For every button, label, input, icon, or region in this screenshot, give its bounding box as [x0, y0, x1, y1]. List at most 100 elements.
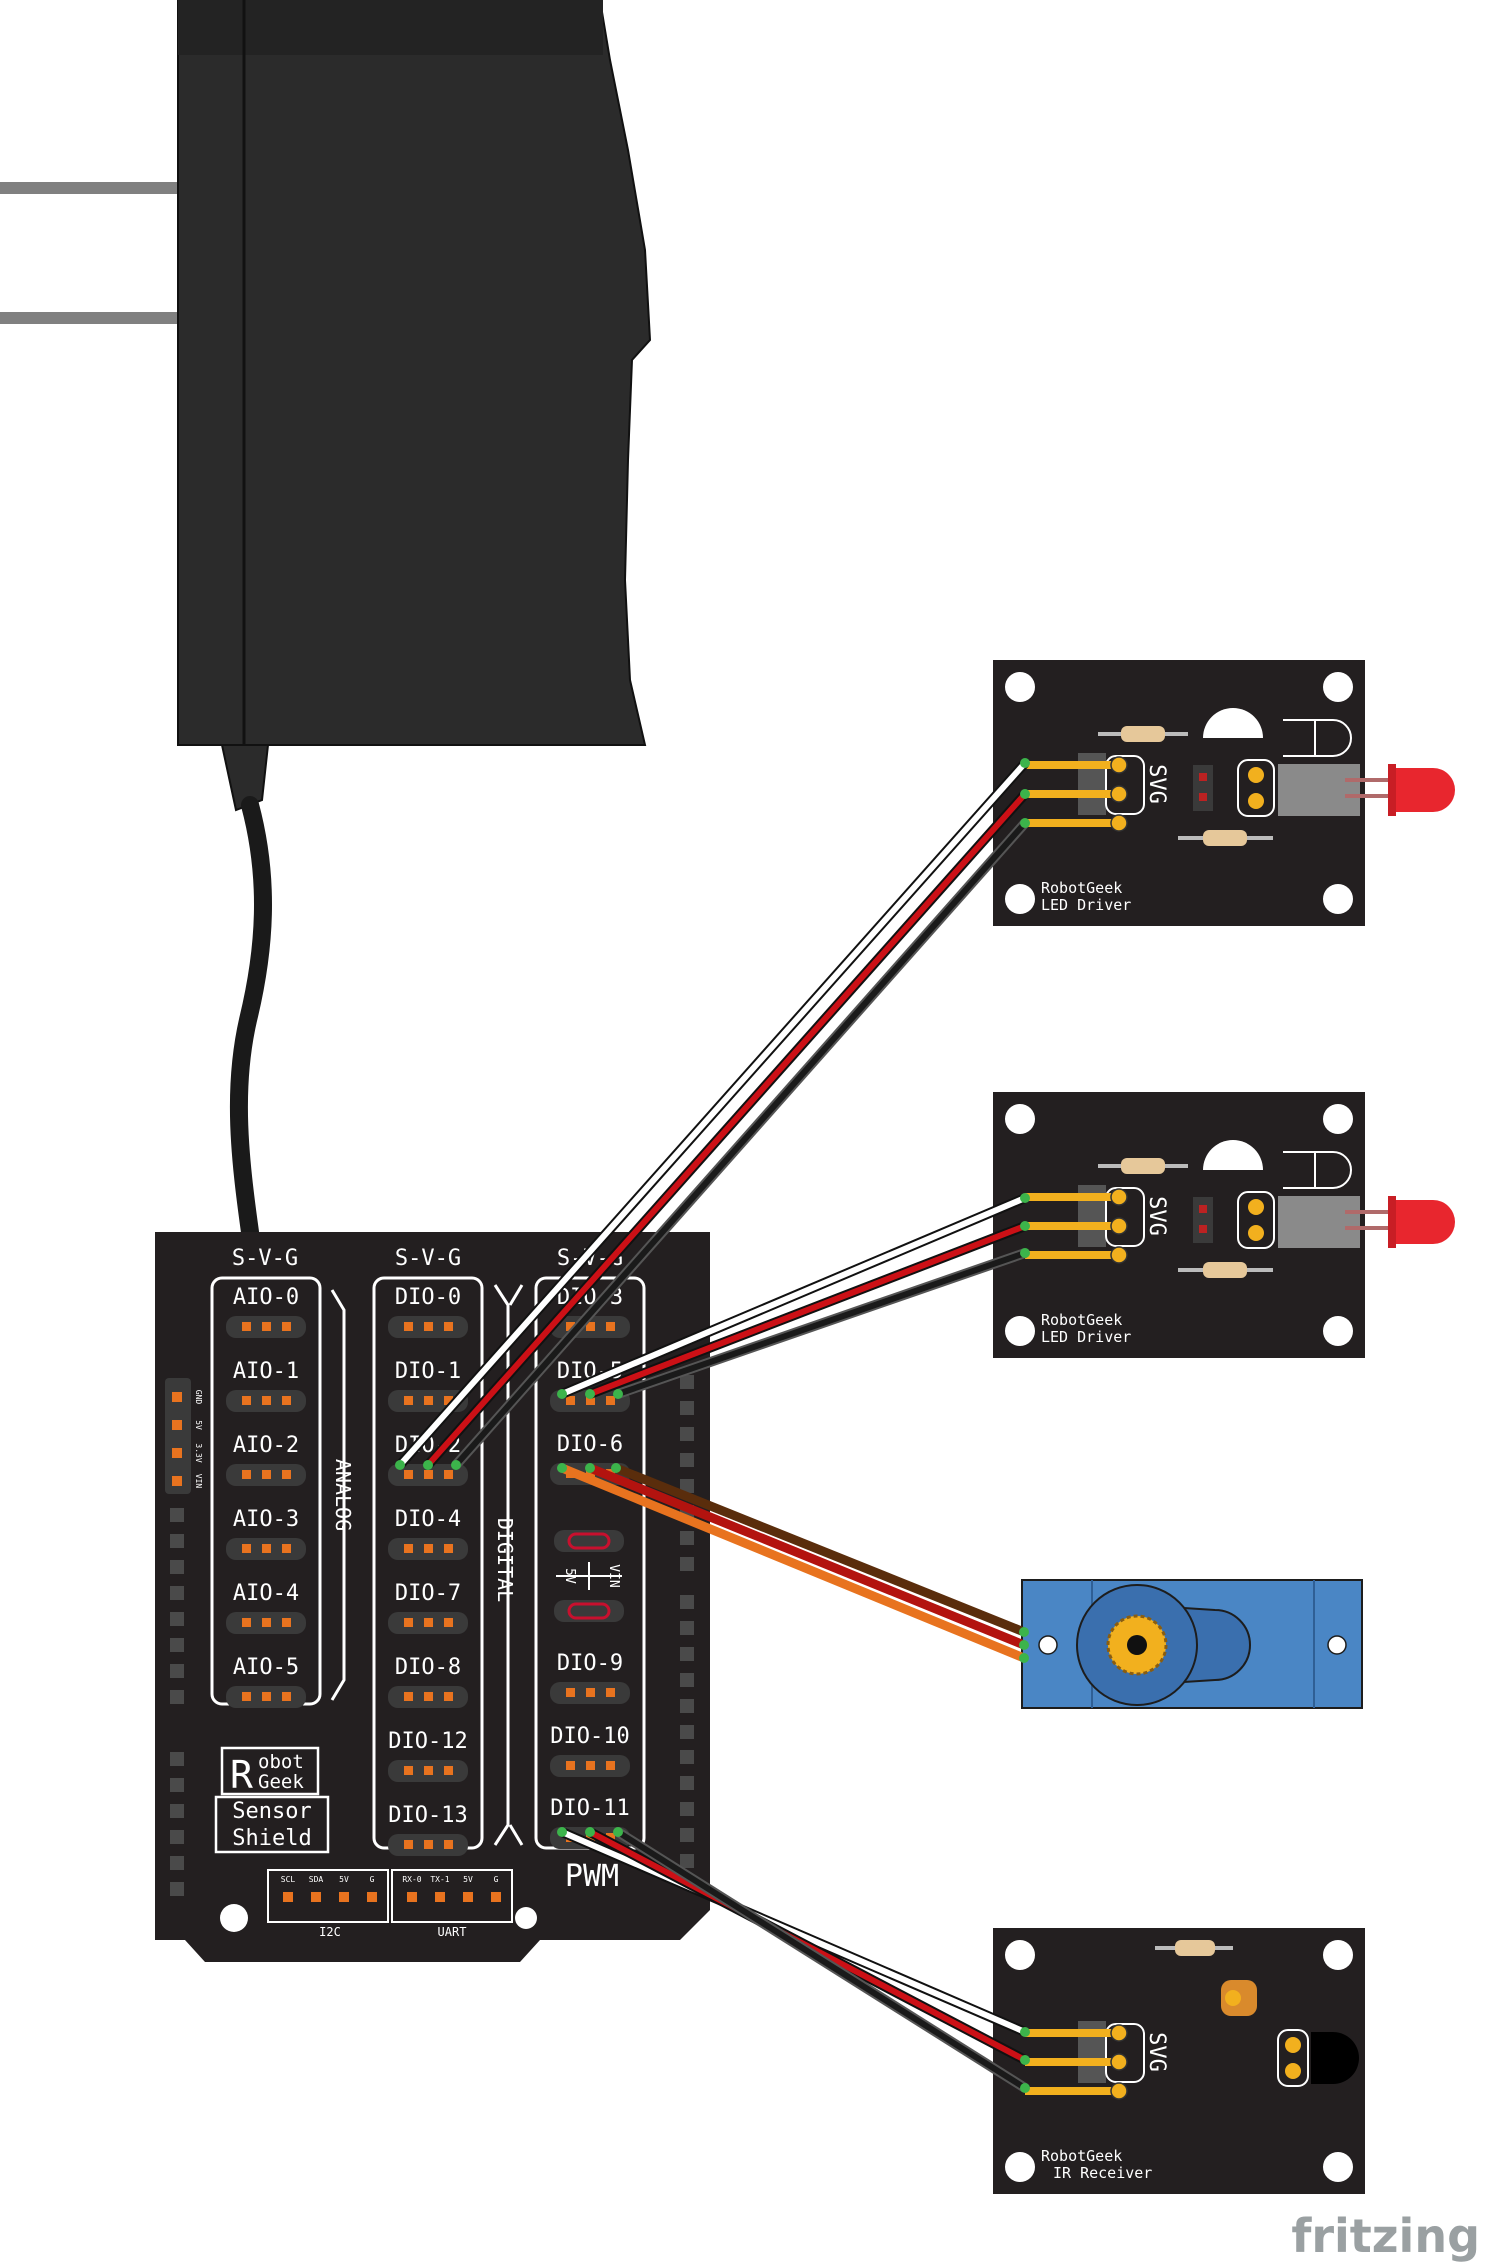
header-analog-svg: S-V-G [232, 1246, 298, 1271]
logo-line1: obot [258, 1751, 304, 1773]
wires [395, 758, 1030, 2093]
i2c-pin-1[interactable] [311, 1892, 321, 1902]
led2-resistor-1 [1121, 1158, 1165, 1174]
power-pin-3[interactable] [172, 1476, 182, 1486]
led2-mount-hole-3 [1323, 1316, 1353, 1346]
servo-mount-hole-right [1327, 1635, 1347, 1655]
uart-pin-1[interactable] [435, 1892, 445, 1902]
wire-servo-brown [614, 1463, 1026, 1637]
header-digital-svg: S-V-G [395, 1246, 461, 1271]
pwm-pin-label-5: DIO-11 [550, 1796, 629, 1821]
ir-name: IR Receiver [1053, 2164, 1152, 2182]
mount-hole-left [220, 1904, 248, 1932]
led2-svg-label: SVG [1144, 1196, 1169, 1236]
i2c-outline [267, 1869, 389, 1923]
i2c-label: I2C [319, 1925, 341, 1939]
uart-pin-label-3: G [494, 1875, 499, 1884]
logo-r: R [230, 1753, 253, 1797]
power-pin-0[interactable] [172, 1392, 182, 1402]
led1-name: LED Driver [1041, 896, 1131, 914]
pwm-pin-label-2: DIO-6 [557, 1432, 623, 1457]
i2c-pin-label-2: 5V [339, 1875, 349, 1884]
led1-resistor-2 [1203, 830, 1247, 846]
uart-pin-2[interactable] [463, 1892, 473, 1902]
logo-line2: Geek [258, 1771, 304, 1793]
adapter-cable [229, 796, 272, 1241]
power-pin-label-1: 5V [194, 1420, 203, 1430]
ir-mount-hole-2 [1005, 2152, 1035, 2182]
servo-motor [1021, 1579, 1363, 1709]
led1-resistor-1 [1121, 726, 1165, 742]
adapter-strain-relief [220, 744, 270, 812]
digital-pin-label-3: DIO-4 [395, 1507, 461, 1532]
robotgeek-logo: R obot Geek Sensor Shield [214, 1746, 330, 1854]
digital-pin-label-0: DIO-0 [395, 1285, 461, 1310]
jumper-5v-label: 5V [562, 1568, 577, 1584]
power-pin-2[interactable] [172, 1448, 182, 1458]
digital-pin-label-4: DIO-7 [395, 1581, 461, 1606]
ir-mount-hole-0 [1005, 1940, 1035, 1970]
wire-servo-red [588, 1463, 1026, 1650]
power-pin-label-0: GND [194, 1390, 203, 1405]
ir-mount-hole-1 [1323, 1940, 1353, 1970]
digital-label: DIGITAL [493, 1518, 517, 1602]
led2-brand: RobotGeek [1041, 1311, 1122, 1329]
led1-mount-hole-3 [1323, 884, 1353, 914]
led1-brand: RobotGeek [1041, 879, 1122, 897]
pwm-pin-label-3: DIO-9 [557, 1651, 623, 1676]
i2c-pin-3[interactable] [367, 1892, 377, 1902]
jumper-vin-label: VIN [606, 1564, 621, 1587]
uart-pin-0[interactable] [407, 1892, 417, 1902]
shield-board [155, 1232, 710, 1962]
power-adapter [0, 0, 652, 1241]
digital-pin-label-7: DIO-13 [388, 1803, 467, 1828]
digital-bracket-right [508, 1284, 524, 1846]
shield-name-line1: Sensor [232, 1799, 311, 1824]
led1-svg-label: SVG [1144, 764, 1169, 804]
i2c-pin-label-3: G [370, 1875, 375, 1884]
i2c-pin-0[interactable] [283, 1892, 293, 1902]
led1-led-icon [1393, 768, 1455, 812]
analog-pin-label-1: AIO-1 [233, 1359, 299, 1384]
pwm-label: PWM [565, 1859, 619, 1894]
digital-pin-label-1: DIO-1 [395, 1359, 461, 1384]
ir-resistor [1175, 1940, 1215, 1956]
i2c-pin-label-1: SDA [309, 1875, 324, 1884]
digital-pin-label-5: DIO-8 [395, 1655, 461, 1680]
power-pin-1[interactable] [172, 1420, 182, 1430]
mount-hole-right [515, 1907, 537, 1929]
analog-pin-label-4: AIO-4 [233, 1581, 299, 1606]
ir-mount-hole-3 [1323, 2152, 1353, 2182]
ir-svg-label: SVG [1144, 2032, 1169, 2072]
analog-label: ANALOG [331, 1459, 355, 1531]
power-pin-label-3: VIN [194, 1474, 203, 1489]
digital-bracket [493, 1284, 510, 1846]
led1-mount-hole-0 [1005, 672, 1035, 702]
led2-mount-hole-0 [1005, 1104, 1035, 1134]
analog-pin-label-3: AIO-3 [233, 1507, 299, 1532]
led2-name: LED Driver [1041, 1328, 1131, 1346]
uart-pin-3[interactable] [491, 1892, 501, 1902]
uart-pin-label-1: TX-1 [430, 1875, 449, 1884]
left-edge-header [170, 1508, 184, 1896]
ir-brand: RobotGeek [1041, 2147, 1122, 2165]
led1-mount-hole-1 [1323, 672, 1353, 702]
wire-servo-orange [560, 1463, 1026, 1663]
uart-outline [391, 1869, 513, 1923]
led2-mount-hole-2 [1005, 1316, 1035, 1346]
i2c-pin-2[interactable] [339, 1892, 349, 1902]
led2-resistor-2 [1203, 1262, 1247, 1278]
adapter-body [177, 0, 652, 746]
analog-bracket [330, 1289, 346, 1701]
led2-mount-hole-1 [1323, 1104, 1353, 1134]
uart-label: UART [438, 1925, 467, 1939]
pwm-pin-label-4: DIO-10 [550, 1724, 629, 1749]
